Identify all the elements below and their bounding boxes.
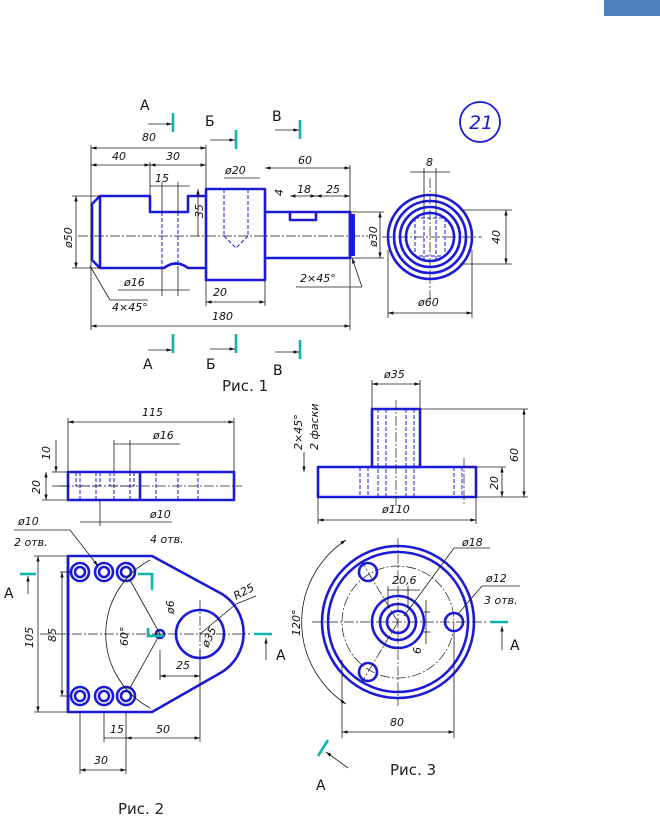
fig2-dim-phi16: ø16 <box>152 429 174 442</box>
fig3-dim-phi110: ø110 <box>381 503 410 516</box>
fig3-caption: Рис. 3 <box>390 761 436 779</box>
fig2-dim-10: 10 <box>40 446 53 460</box>
fig1-side-dim-phi60: ø60 <box>417 296 439 309</box>
fig3-mark-right-a: А <box>510 638 520 654</box>
fig1-badge-number: 21 <box>469 112 493 134</box>
fig1-caption: Рис. 1 <box>222 377 268 395</box>
fig2-dim-115: 115 <box>142 406 163 419</box>
fig1-dim-4: 4 <box>273 189 286 196</box>
fig3-front-view <box>316 400 478 506</box>
fig3-dim-20: 20 <box>488 476 501 490</box>
fig2-front-view <box>40 554 250 714</box>
fig1-dim-60: 60 <box>298 154 312 167</box>
fig3-dim-phi18: ø18 <box>461 536 483 549</box>
fig3-chamfer-note: 2 фаски <box>308 404 321 450</box>
fig1-dim-25: 25 <box>326 183 340 196</box>
fig3-dim-60: 60 <box>508 448 521 462</box>
fig1-dim-35: 35 <box>193 204 206 218</box>
fig2-dim-phi6: ø6 <box>164 600 177 615</box>
fig2-dim-phi10-b: ø10 <box>17 515 39 528</box>
fig2-dim-phi10: ø10 <box>149 508 171 521</box>
fig3-mark-left-a: А <box>316 778 326 794</box>
fig1-chamfer-right: 2×45° <box>300 272 336 285</box>
fig2-top-dims: 115 ø16 10 20 ø10 4 отв. <box>30 406 235 546</box>
fig2-mark-left-a: А <box>4 586 14 602</box>
fig1-section-marks: А Б В А Б В <box>140 98 302 379</box>
fig2-mark-right-a: А <box>276 648 286 664</box>
fig3-top-view <box>301 538 488 706</box>
fig2-top-view <box>60 470 242 502</box>
fig1-mark-top-v: В <box>272 109 282 125</box>
fig2-dim-85: 85 <box>46 628 59 642</box>
fig1-dim-180: 180 <box>212 310 233 323</box>
fig1-chamfer-left: 4×45° <box>112 301 148 314</box>
fig2-dim-30: 30 <box>94 754 108 767</box>
fig1-side-dim-40: 40 <box>490 230 503 244</box>
fig1-dim-20: 20 <box>213 286 227 299</box>
fig2-holes-4: 4 отв. <box>150 533 184 546</box>
fig1-badge: 21 <box>459 101 501 143</box>
fig3-holes-3: 3 отв. <box>484 594 518 607</box>
fig2-dim-105: 105 <box>23 627 36 648</box>
fig3-dim-6: 6 <box>411 647 424 654</box>
fig2-caption: Рис. 2 <box>118 800 164 818</box>
fig3-top-dims: 120° ø18 20,6 6 ø12 3 отв. 80 <box>290 536 520 738</box>
corner-tab <box>604 0 660 16</box>
fig3-front-dims: ø35 60 20 ø110 2×45° 2 фаски <box>292 368 528 524</box>
fig1-side-view: 8 40 ø60 <box>382 156 512 318</box>
fig1-mark-top-a: А <box>140 98 150 114</box>
fig2-section-marks: А А <box>4 572 286 664</box>
fig1-shaft-front-view <box>78 187 368 282</box>
fig1-dim-18: 18 <box>297 183 311 196</box>
fig2-dim-25: 25 <box>176 659 190 672</box>
fig1-dim-phi16: ø16 <box>123 276 145 289</box>
fig3-section-marks: А А <box>316 620 520 794</box>
fig1-dim-80: 80 <box>142 131 156 144</box>
fig1-mark-bot-b: Б <box>206 357 216 373</box>
fig1-side-dim-8: 8 <box>426 156 433 169</box>
fig1-dimensions: 80 40 30 15 ø20 60 4 18 25 35 ø50 ø30 ø1… <box>62 131 384 330</box>
fig3-dim-120deg: 120° <box>290 610 303 637</box>
fig2-dim-r25: R25 <box>231 581 256 603</box>
fig2-holes-2: 2 отв. <box>14 536 48 549</box>
fig3-chamfer: 2×45° <box>292 414 305 450</box>
fig1-dim-30: 30 <box>166 150 180 163</box>
fig1-mark-top-b: Б <box>205 114 215 130</box>
fig2-dim-50: 50 <box>156 723 170 736</box>
fig3-dim-20-6: 20,6 <box>392 574 417 587</box>
fig1-dim-40: 40 <box>112 150 126 163</box>
fig1-dim-phi30: ø30 <box>367 226 380 248</box>
fig2-dim-phi35: ø35 <box>199 625 220 650</box>
fig3-dim-phi12: ø12 <box>485 572 507 585</box>
fig1-dim-15: 15 <box>155 172 169 185</box>
fig3-dim-80: 80 <box>390 716 404 729</box>
fig1-mark-bot-a: А <box>143 357 153 373</box>
fig1-dim-phi50: ø50 <box>62 227 75 249</box>
fig2-dim-15: 15 <box>110 723 124 736</box>
fig2-dim-60deg: 60° <box>118 627 131 647</box>
fig2-dim-20: 20 <box>30 480 43 494</box>
fig3-dim-phi35: ø35 <box>383 368 405 381</box>
fig1-mark-bot-v: В <box>273 363 283 379</box>
fig1-dim-phi20: ø20 <box>224 164 246 177</box>
